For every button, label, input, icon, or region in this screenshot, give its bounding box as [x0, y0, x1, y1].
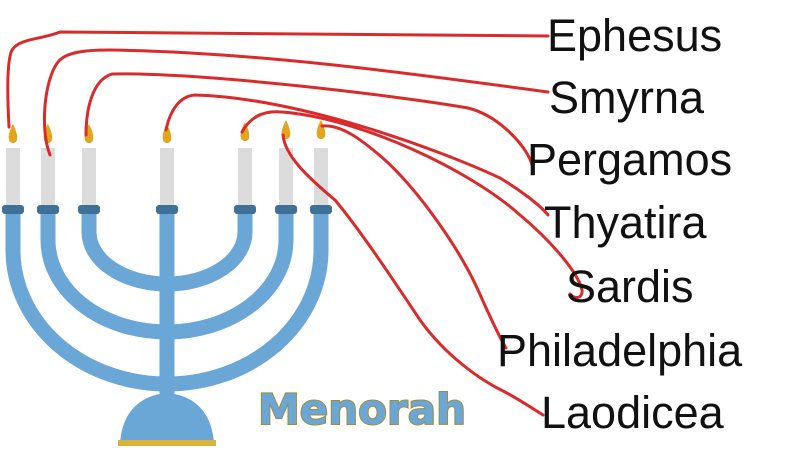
candle — [160, 148, 174, 205]
connector-pergamos — [84, 72, 534, 167]
flame-icon — [8, 124, 18, 143]
connector-laodicea — [281, 133, 545, 417]
candle-collars — [2, 205, 332, 214]
collar — [275, 205, 297, 214]
connectors — [6, 30, 584, 417]
church-label-pergamos: Pergamos — [527, 134, 732, 185]
church-label-smyrna: Smyrna — [549, 72, 705, 123]
menorah-base — [118, 393, 216, 446]
church-labels: Ephesus Smyrna Pergamos Thyatira Sardis … — [497, 10, 743, 438]
connector-thyatira — [164, 93, 550, 217]
candle — [82, 148, 96, 205]
flame-icon — [316, 120, 326, 139]
candle — [279, 148, 293, 205]
collar — [2, 205, 24, 214]
church-label-thyatira: Thyatira — [544, 197, 708, 248]
collar — [310, 205, 332, 214]
collar — [234, 205, 256, 214]
church-label-sardis: Sardis — [566, 261, 694, 312]
church-label-philadelphia: Philadelphia — [497, 325, 743, 376]
collar — [78, 205, 100, 214]
church-label-ephesus: Ephesus — [547, 10, 722, 61]
candle — [314, 148, 328, 205]
menorah-arm-outer — [5, 212, 329, 392]
candle — [41, 148, 55, 205]
connector-sardis — [240, 110, 584, 299]
menorah — [5, 212, 329, 395]
menorah-arm-middle — [40, 212, 294, 340]
connector-ephesus — [6, 30, 550, 129]
collar — [156, 205, 178, 214]
candle — [238, 148, 252, 205]
candles — [6, 148, 328, 205]
diagram-title: Menorah — [258, 385, 466, 434]
connector-philadelphia — [320, 124, 508, 350]
menorah-base-trim — [118, 440, 216, 446]
menorah-arm-inner — [81, 212, 253, 292]
connector-smyrna — [42, 48, 550, 157]
menorah-base-dome — [120, 393, 214, 444]
candle — [6, 148, 20, 205]
collar — [37, 205, 59, 214]
church-label-laodicea: Laodicea — [541, 387, 725, 438]
